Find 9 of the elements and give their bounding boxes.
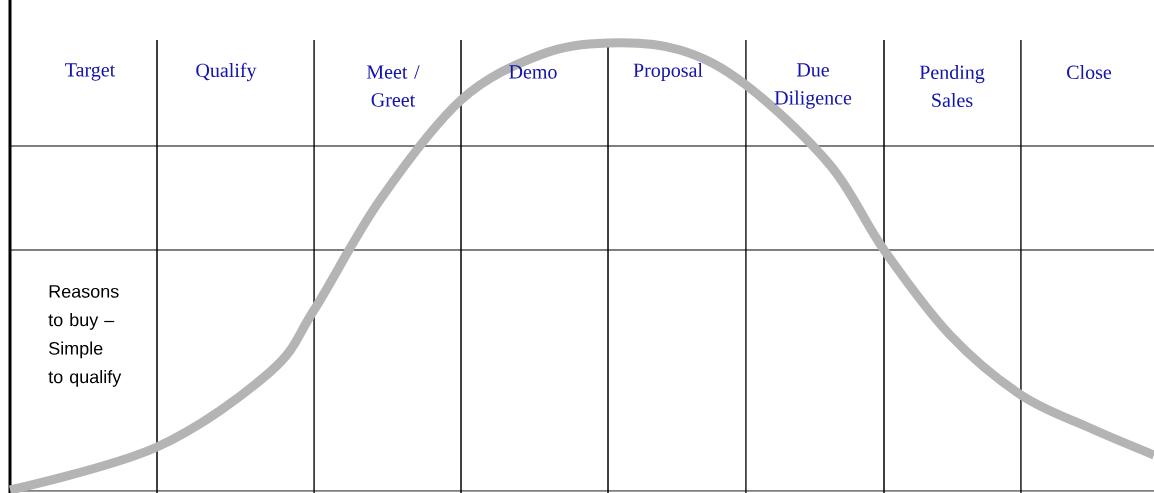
column-header: Qualify	[196, 62, 257, 82]
column-header: Proposal	[633, 62, 703, 82]
column-header: Due Diligence	[774, 63, 852, 109]
column-header: Pending Sales	[919, 64, 985, 108]
cell-text: Reasons to buy – Simple to qualify	[48, 285, 122, 387]
column-header: Target	[65, 63, 116, 81]
column-header: Meet / Greet	[366, 65, 420, 107]
column-header: Demo	[509, 65, 557, 79]
column-header: Close	[1067, 64, 1112, 80]
